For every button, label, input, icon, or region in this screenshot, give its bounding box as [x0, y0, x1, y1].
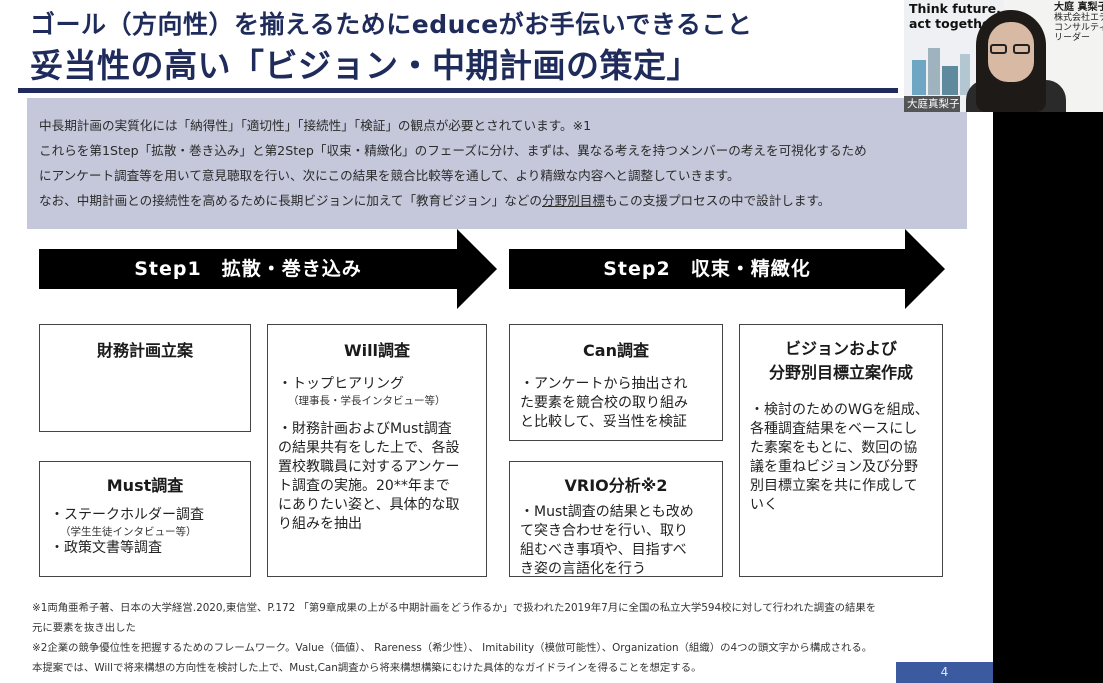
footnote: ※2企業の競争優位性を把握するためのフレームワーク。Value（価値）、 Rar… — [32, 642, 873, 654]
card-line: コンサルティング部 — [1054, 23, 1103, 33]
step2-arrow: Step2 収束・精緻化 — [509, 229, 945, 309]
must-item: ・ステークホルダー調査 — [50, 507, 204, 523]
can-text-line: ・アンケートから抽出され — [520, 376, 688, 392]
footnote: ※1両角亜希子著、日本の大学経営.2020,東信堂、P.172 「第9章成果の上… — [32, 602, 877, 614]
vrio-text-line: て突き合わせを行い、取り — [520, 523, 688, 539]
vision-text-line: 議を重ねビジョン及び分野 — [750, 459, 918, 475]
intro-line: なお、中期計画との接続性を高めるために長期ビジョンに加えて「教育ビジョン」などの… — [39, 188, 959, 213]
card-line: 株式会社エデュース — [1054, 13, 1103, 23]
poster-line: act together. — [909, 16, 1000, 31]
finance-title: 財務計画立案 — [96, 341, 193, 360]
intro-box: 中長期計画の実質化には「納得性」「適切性」「接続性」「検証」の観点が必要とされて… — [27, 98, 967, 229]
will-text-line: り組みを抽出 — [278, 516, 362, 532]
will-text-line: ・財務計画およびMust調査 — [278, 421, 452, 437]
participant-name-tag: 大庭真梨子 — [904, 96, 960, 112]
vrio-text-line: ・Must調査の結果とも改め — [520, 504, 694, 520]
page-number: 4 — [896, 662, 993, 683]
intro-underlined-term: 分野別目標 — [542, 193, 605, 208]
footnote: 本提案では、Willで将来構想の方向性を検討した上で、Must,Can調査から将… — [32, 662, 702, 674]
vision-text-line: た素案をもとに、数回の協 — [750, 440, 918, 456]
vision-text-line: いく — [750, 497, 778, 513]
glasses-icon — [990, 44, 1032, 54]
video-side-panel — [993, 112, 1103, 683]
intro-text: なお、中期計画との接続性を高めるために長期ビジョンに加えて「教育ビジョン」などの — [39, 193, 542, 208]
city-illustration — [912, 40, 972, 95]
webcam-video[interactable]: Think future, act together. 20th 大庭 真梨子 … — [904, 0, 1103, 112]
poster-line: Think future, — [909, 1, 1001, 16]
slide-subtitle: ゴール（方向性）を揃えるためにeduceがお手伝いできること — [30, 10, 753, 39]
slide: ゴール（方向性）を揃えるためにeduceがお手伝いできること 妥当性の高い「ビジ… — [0, 0, 993, 683]
background-name-card: 大庭 真梨子 株式会社エデュース コンサルティング部 リーダー — [1054, 2, 1103, 44]
vrio-title: VRIO分析※2 — [564, 476, 668, 495]
can-text-line: と比較して、妥当性を検証 — [520, 414, 687, 430]
card-line: リーダー — [1054, 33, 1091, 43]
title-underline — [18, 88, 898, 93]
intro-line: 中長期計画の実質化には「納得性」「適切性」「接続性」「検証」の観点が必要とされて… — [39, 118, 592, 133]
step1-label: Step1 拡散・巻き込み — [134, 258, 362, 280]
must-title: Must調査 — [106, 476, 184, 495]
vision-title: 分野別目標立案作成 — [768, 363, 913, 382]
must-item: ・政策文書等調査 — [50, 540, 162, 556]
must-item-note: （学生生徒インタビュー等） — [60, 526, 197, 538]
vision-title: ビジョンおよび — [784, 339, 897, 358]
intro-line: これらを第1Step「拡散・巻き込み」と第2Step「収束・精緻化」のフェーズに… — [39, 143, 867, 158]
slide-title: 妥当性の高い「ビジョン・中期計画の策定」 — [30, 46, 700, 85]
footnote: 元に要素を抜き出した — [32, 622, 136, 634]
vrio-text-line: 組むべき事項や、目指すべ — [520, 542, 687, 558]
intro-line: にアンケート調査等を用いて意見聴取を行い、次にこの結果を競合比較等を通して、より… — [39, 168, 740, 183]
will-title: Will調査 — [343, 341, 411, 360]
intro-text: もこの支援プロセスの中で設計します。 — [604, 193, 831, 208]
will-item-note: （理事長・学長インタビュー等） — [288, 395, 446, 407]
can-title: Can調査 — [583, 341, 649, 360]
will-text-line: の結果共有をした上で、各設 — [278, 440, 460, 456]
can-box: Can調査 ・アンケートから抽出され た要素を競合校の取り組み と比較して、妥当… — [509, 324, 723, 441]
vrio-text-line: き姿の言語化を行う — [520, 561, 646, 577]
vision-text-line: ・検討のためのWGを組成、 — [750, 402, 929, 418]
step2-label: Step2 収束・精緻化 — [603, 258, 811, 280]
finance-box: 財務計画立案 — [39, 324, 251, 432]
vision-box: ビジョンおよび 分野別目標立案作成 ・検討のためのWGを組成、 各種調査結果をベ… — [739, 324, 943, 577]
will-text-line: にありたい姿と、具体的な取 — [278, 497, 460, 513]
card-name: 大庭 真梨子 — [1054, 2, 1103, 13]
can-text-line: た要素を競合校の取り組み — [520, 395, 688, 411]
will-text-line: ト調査の実施。20**年まで — [278, 478, 450, 494]
will-item: ・トップヒアリング — [278, 376, 404, 392]
will-text-line: 置校教職員に対するアンケー — [278, 459, 460, 475]
vision-text-line: 別目標立案を共に作成して — [750, 478, 918, 494]
will-box: Will調査 ・トップヒアリング （理事長・学長インタビュー等） ・財務計画およ… — [267, 324, 487, 577]
vrio-box: VRIO分析※2 ・Must調査の結果とも改め て突き合わせを行い、取り 組むべ… — [509, 461, 723, 577]
poster-text: Think future, act together. — [909, 1, 1001, 31]
vision-text-line: 各種調査結果をベースにし — [750, 421, 918, 437]
step1-arrow: Step1 拡散・巻き込み — [39, 229, 497, 309]
must-box: Must調査 ・ステークホルダー調査 （学生生徒インタビュー等） ・政策文書等調… — [39, 461, 251, 577]
footnotes: ※1両角亜希子著、日本の大学経営.2020,東信堂、P.172 「第9章成果の上… — [32, 598, 972, 678]
